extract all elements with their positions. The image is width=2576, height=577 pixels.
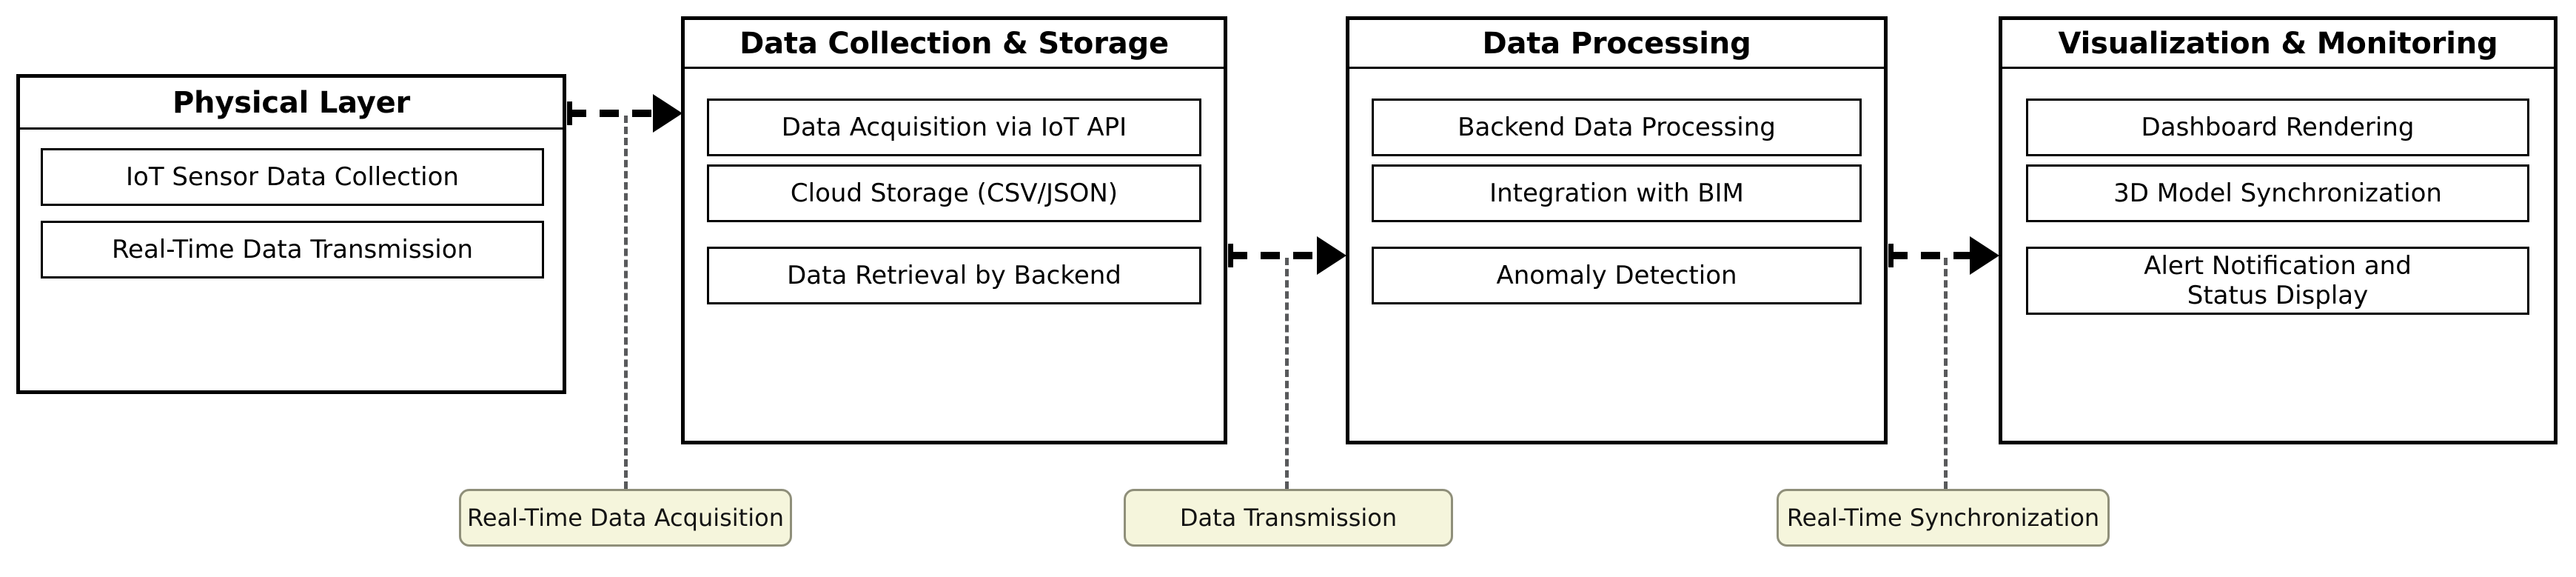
item-box-anomaly-detection[interactable]: Anomaly Detection <box>1372 247 1862 304</box>
layer-title-physical-layer: Physical Layer <box>20 78 563 130</box>
item-box-iot-sensor-data-collection[interactable]: IoT Sensor Data Collection <box>41 148 544 206</box>
item-box-dashboard-rendering[interactable]: Dashboard Rendering <box>2026 99 2529 156</box>
layer-block-visualization-monitoring[interactable]: Visualization & Monitoring Dashboard Ren… <box>1999 16 2557 444</box>
arrowhead-icon <box>1970 236 1999 275</box>
item-box-backend-data-processing[interactable]: Backend Data Processing <box>1372 99 1862 156</box>
item-box-real-time-data-transmission[interactable]: Real-Time Data Transmission <box>41 221 544 279</box>
connector-shaft <box>1888 252 1970 259</box>
item-box-3d-model-synchronization[interactable]: 3D Model Synchronization <box>2026 164 2529 222</box>
layer-title-data-processing: Data Processing <box>1349 20 1884 69</box>
item-box-alert-notification-and-status-display[interactable]: Alert Notification and Status Display <box>2026 247 2529 315</box>
note-label-data-transmission[interactable]: Data Transmission <box>1124 489 1453 547</box>
layer-title-visualization-monitoring: Visualization & Monitoring <box>2002 20 2554 69</box>
layer-body-data-processing: Backend Data Processing Integration with… <box>1349 69 1884 441</box>
layer-block-data-collection-storage[interactable]: Data Collection & Storage Data Acquisiti… <box>681 16 1227 444</box>
connector-shaft <box>1228 252 1317 259</box>
layer-body-visualization-monitoring: Dashboard Rendering 3D Model Synchroniza… <box>2002 69 2554 441</box>
layer-body-physical-layer: IoT Sensor Data Collection Real-Time Dat… <box>20 130 563 390</box>
arrowhead-icon <box>653 94 682 133</box>
dropper-line-data-transmission <box>1285 258 1289 489</box>
dropper-line-real-time-data-acquisition <box>624 116 628 489</box>
note-label-real-time-data-acquisition[interactable]: Real-Time Data Acquisition <box>459 489 792 547</box>
connector-shaft <box>567 110 653 117</box>
item-box-cloud-storage-csv-json[interactable]: Cloud Storage (CSV/JSON) <box>707 164 1201 222</box>
dropper-line-real-time-synchronization <box>1944 258 1948 489</box>
layer-block-physical-layer[interactable]: Physical Layer IoT Sensor Data Collectio… <box>16 74 566 394</box>
item-box-integration-with-bim[interactable]: Integration with BIM <box>1372 164 1862 222</box>
layer-body-data-collection-storage: Data Acquisition via IoT API Cloud Stora… <box>685 69 1224 441</box>
item-box-data-acquisition-via-iot-api[interactable]: Data Acquisition via IoT API <box>707 99 1201 156</box>
layer-title-data-collection-storage: Data Collection & Storage <box>685 20 1224 69</box>
item-box-data-retrieval-by-backend[interactable]: Data Retrieval by Backend <box>707 247 1201 304</box>
arrowhead-icon <box>1317 236 1346 275</box>
layer-block-data-processing[interactable]: Data Processing Backend Data Processing … <box>1346 16 1888 444</box>
note-label-real-time-synchronization[interactable]: Real-Time Synchronization <box>1777 489 2110 547</box>
